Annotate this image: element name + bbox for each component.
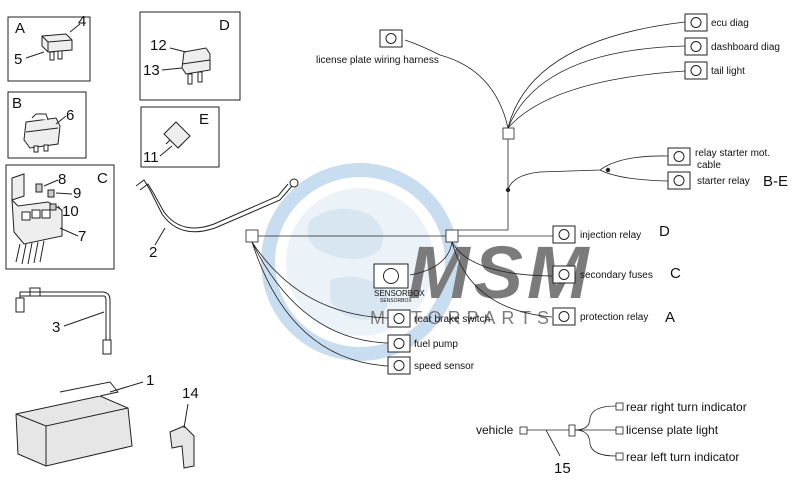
license-harness-label: license plate wiring harness (316, 55, 439, 66)
box-d-letter: D (219, 17, 230, 34)
harness-3-icon (15, 287, 112, 355)
watermark-tagline: MOTORPARTS (370, 308, 555, 328)
part-14-label: 14 (182, 385, 199, 402)
box-c-letter: C (97, 170, 108, 187)
fuel-pump-label: fuel pump (414, 339, 458, 350)
speed-sensor-connector (387, 356, 411, 375)
box-b-letter: B (12, 95, 22, 112)
starter-relay-label: starter relay (697, 176, 750, 187)
box-c-frame (5, 164, 115, 270)
rear-left-turn-label: rear left turn indicator (626, 450, 739, 464)
part-12-label: 12 (150, 37, 167, 54)
turn-harness-lines (519, 402, 624, 461)
part-15-label: 15 (554, 460, 571, 477)
speed-sensor-label: speed sensor (414, 361, 475, 372)
license-plate-light-label: license plate light (626, 423, 719, 437)
relay-a-icon (25, 23, 81, 61)
part-3-label: 3 (52, 319, 60, 336)
rear-right-turn-label: rear right turn indicator (626, 400, 747, 414)
box-e-frame (140, 106, 220, 168)
part-10-label: 10 (62, 203, 79, 220)
protection-relay-ref: A (665, 309, 675, 326)
box-e-letter: E (199, 111, 209, 128)
protection-relay-connector (552, 307, 576, 326)
connector-icons (373, 13, 708, 375)
sensorbox-label: SENSORBOX (374, 289, 425, 298)
dashboard-diag-connector (684, 37, 708, 56)
tail-light-connector (684, 61, 708, 80)
rear-brake-switch-connector (387, 309, 411, 328)
part-11-label: 11 (143, 149, 159, 166)
injection-relay-connector (552, 225, 576, 244)
part-5-label: 5 (14, 51, 22, 68)
relay-d-icon (161, 47, 211, 85)
ecu-diag-label: ecu diag (711, 18, 749, 29)
relay-starter-mot-label-2: cable (697, 160, 721, 171)
tail-light-label: tail light (711, 66, 745, 77)
wiring-lines (245, 21, 686, 367)
part-6-label: 6 (66, 107, 74, 124)
part-7-label: 7 (78, 228, 86, 245)
part-13-label: 13 (143, 62, 160, 79)
protection-relay-label: protection relay (580, 312, 648, 323)
relay-starter-mot-label: relay starter mot. (695, 148, 770, 159)
secondary-fuses-ref: C (670, 265, 681, 282)
starter-relay-connector (667, 171, 691, 190)
part-2-label: 2 (149, 244, 157, 261)
fuse-box-icon (11, 173, 79, 265)
ecu-icon (15, 381, 144, 467)
injection-relay-ref: D (659, 223, 670, 240)
watermark-globe (261, 163, 459, 361)
dashboard-diag-label: dashboard diag (711, 42, 780, 53)
part-4-label: 4 (78, 13, 86, 30)
rear-brake-switch-label: rear brake switch (414, 314, 490, 325)
sensorbox-label-small: SENSORBOX (380, 298, 412, 304)
ecu-diag-connector (684, 13, 708, 32)
fuse-e-icon (159, 121, 191, 157)
part-9-label: 9 (73, 185, 81, 202)
box-d-frame (139, 11, 241, 101)
box-a-letter: A (15, 20, 25, 37)
sensorbox-connector (373, 263, 409, 289)
fuel-pump-connector (387, 334, 411, 353)
starter-relay-ref: B-E (763, 173, 788, 190)
battery-cable-icon (135, 178, 299, 246)
connector-14-icon (169, 403, 195, 469)
box-b-frame (7, 91, 87, 159)
secondary-fuses-connector (552, 265, 576, 284)
vehicle-label: vehicle (476, 423, 514, 437)
watermark: MSM MOTORPARTS (261, 163, 589, 361)
part-8-label: 8 (58, 171, 66, 188)
relay-starter-mot-connector (667, 147, 691, 166)
injection-relay-label: injection relay (580, 230, 641, 241)
part-1-label: 1 (146, 372, 154, 389)
license-harness-connector (379, 29, 403, 48)
secondary-fuses-label: secondary fuses (580, 270, 653, 281)
relay-b-icon (23, 113, 67, 153)
box-a-frame (7, 16, 91, 82)
